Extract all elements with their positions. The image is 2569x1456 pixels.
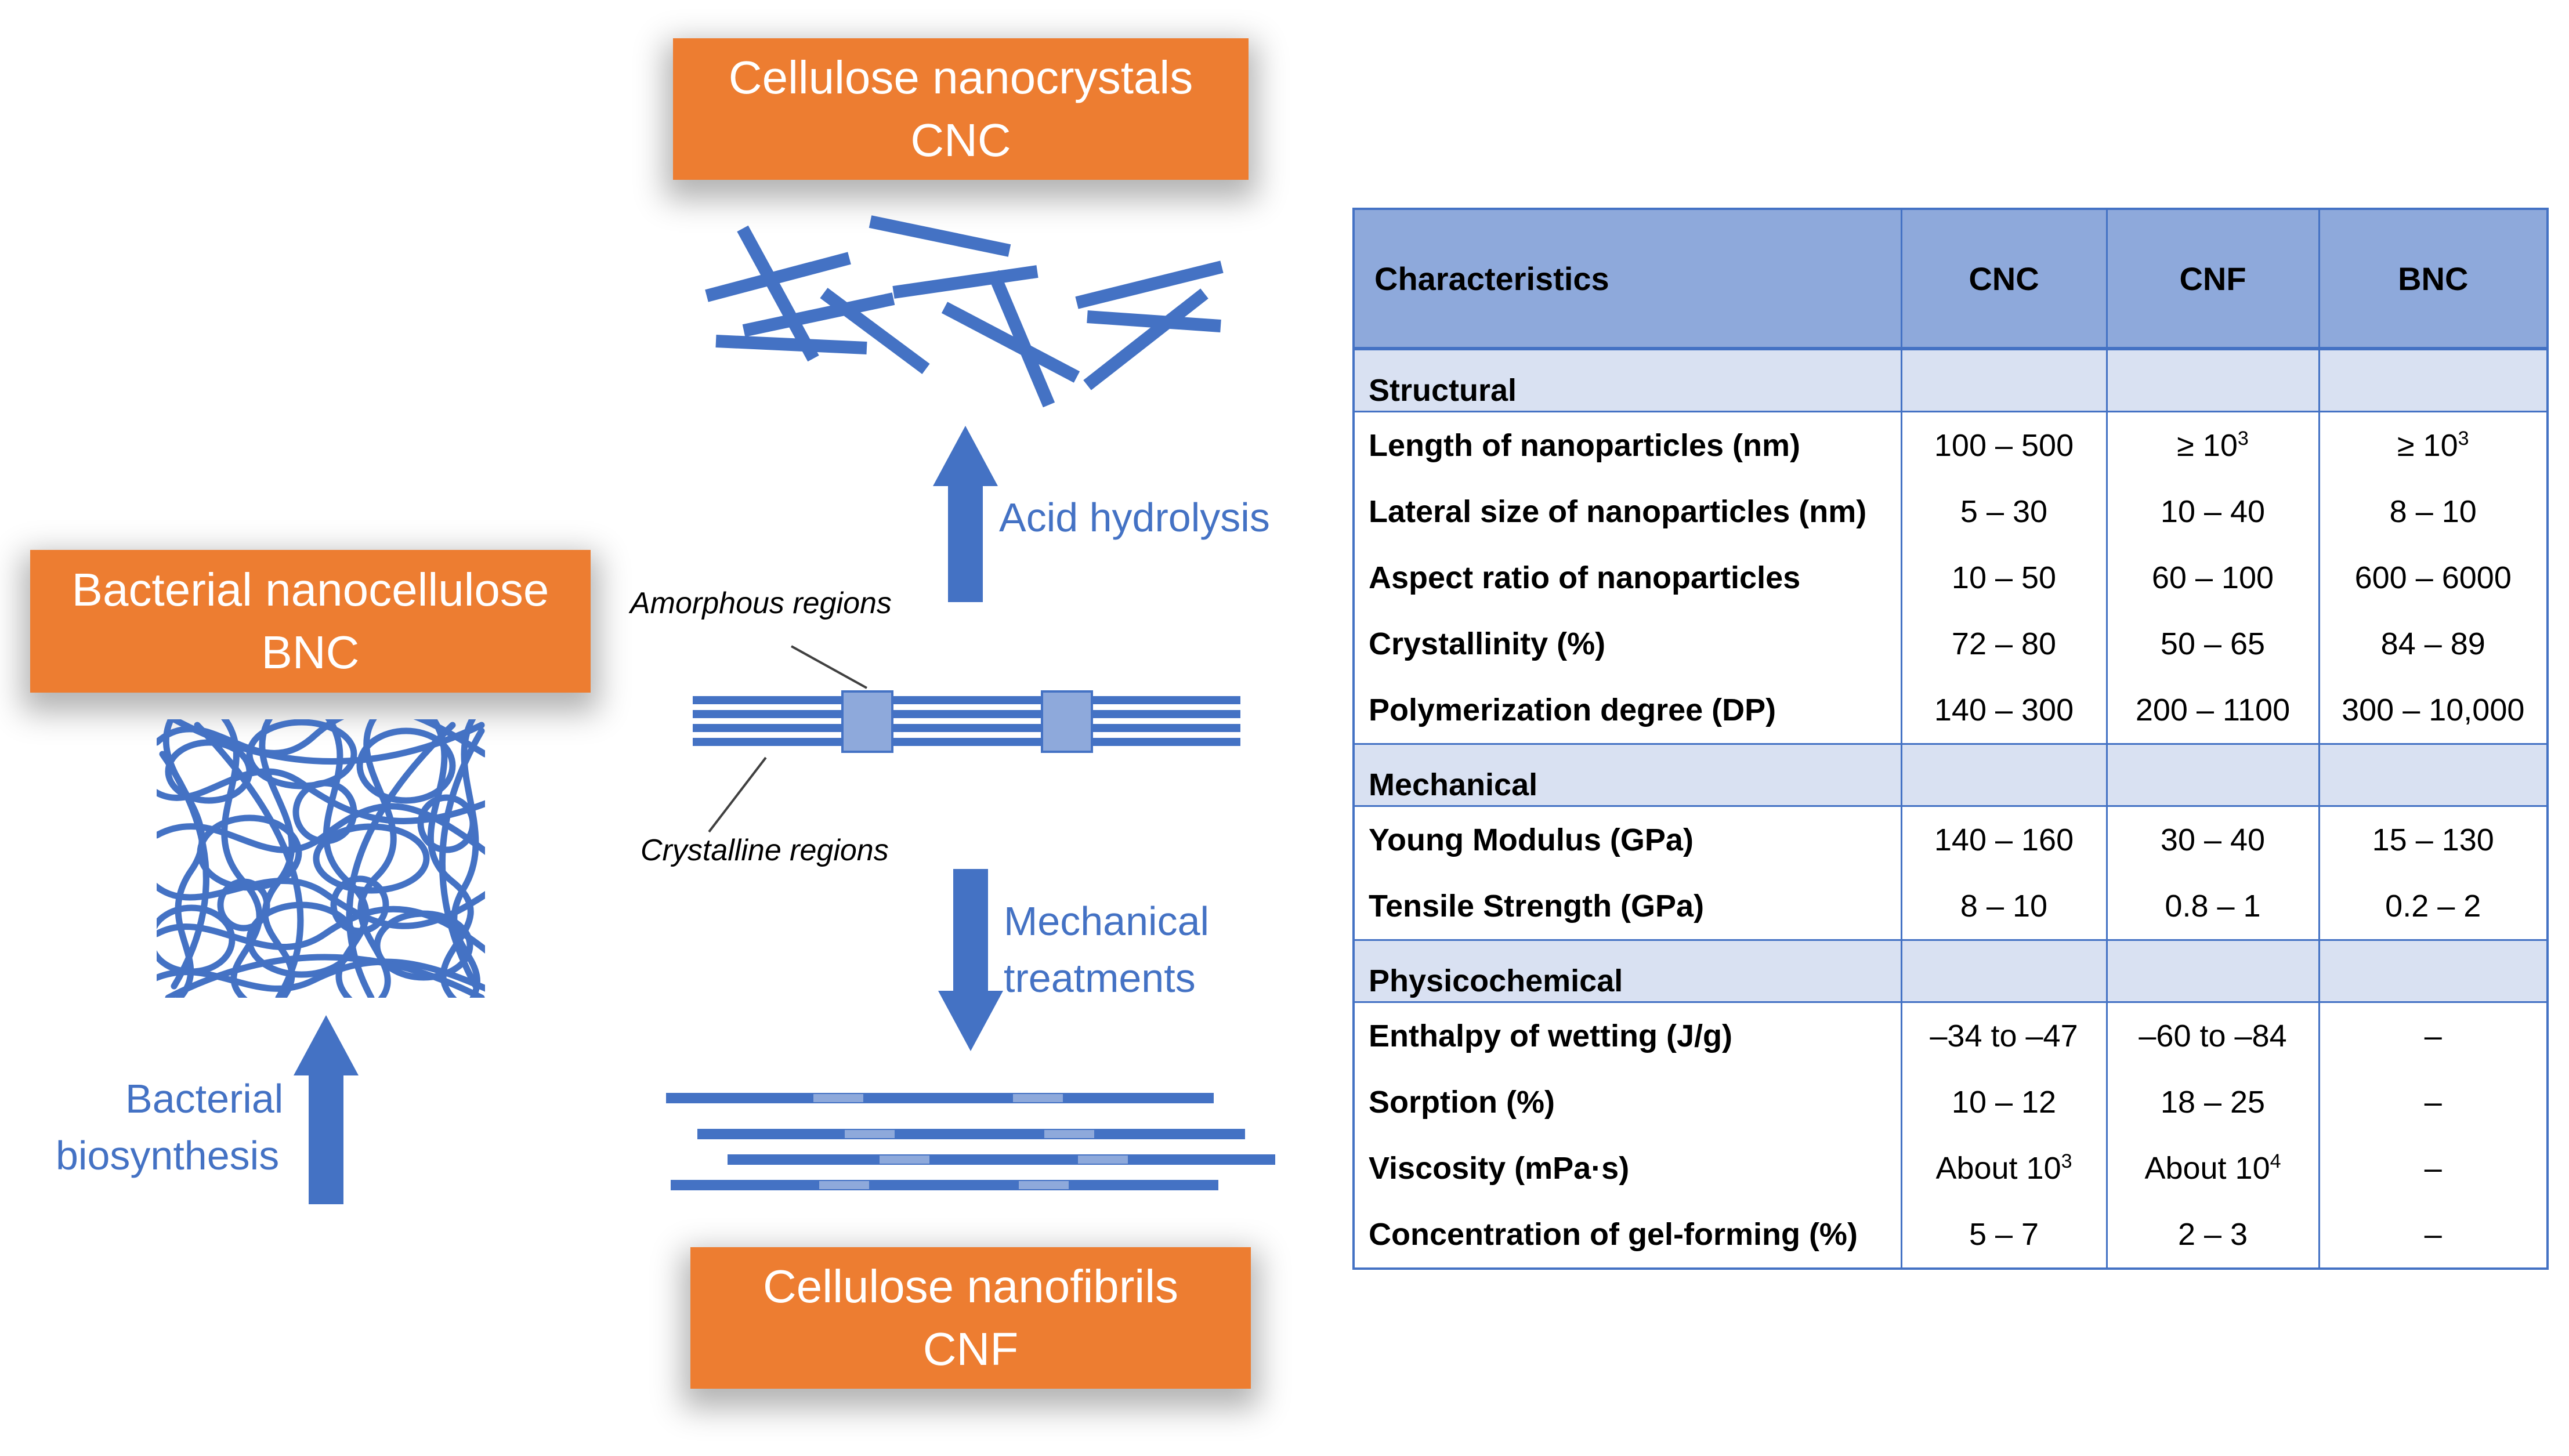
section-title: Physicochemical [1352,939,1902,1003]
cnc-title-line2: CNC [910,114,1011,166]
cnc-value: 100 – 500 [1900,411,2108,479]
amorphous-pointer [791,645,867,689]
table-row: Aspect ratio of nanoparticles 10 – 50 60… [1352,545,2549,611]
row-label: Aspect ratio of nanoparticles [1352,545,1902,611]
table-row: Viscosity (mPa·s) About 103 About 104 – [1352,1135,2549,1201]
crystalline-pointer [708,756,767,833]
row-label: Lateral size of nanoparticles (nm) [1352,479,1902,545]
mechanical-arrow [938,869,1003,1051]
bnc-value: – [2318,1002,2549,1069]
cnf-title-box: Cellulose nanofibrils CNF [690,1247,1251,1389]
mechanical-label-line2: treatments [1004,955,1196,1001]
table-row: Lateral size of nanoparticles (nm) 5 – 3… [1352,479,2549,545]
cnf-value: –60 to –84 [2105,1002,2320,1069]
cnc-value: 72 – 80 [1900,611,2108,677]
properties-table: Characteristics CNC CNF BNC Structural L… [1352,208,2549,1270]
header-cnc: CNC [1900,209,2108,350]
table-row: Tensile Strength (GPa) 8 – 10 0.8 – 1 0.… [1352,873,2549,940]
table-row: Concentration of gel-forming (%) 5 – 7 2… [1352,1201,2549,1269]
row-label: Crystallinity (%) [1352,611,1902,677]
cnf-value: 50 – 65 [2105,611,2320,677]
bacterial-label-line2: biosynthesis [56,1133,280,1178]
section-title: Mechanical [1352,743,1902,807]
row-label: Length of nanoparticles (nm) [1352,411,1902,479]
bnc-title-line2: BNC [261,626,360,678]
cnc-value: 10 – 12 [1900,1069,2108,1135]
cnf-value: 0.8 – 1 [2105,873,2320,940]
bnc-value: 600 – 6000 [2318,545,2549,611]
cnc-value: About 103 [1900,1135,2108,1201]
section-row-physicochemical: Physicochemical [1352,939,2549,1003]
cnf-value: 200 – 1100 [2105,677,2320,744]
cnf-value: 10 – 40 [2105,479,2320,545]
cnf-value: ≥ 103 [2105,411,2320,479]
crystalline-regions-label: Crystalline regions [641,834,889,867]
cnf-value: 18 – 25 [2105,1069,2320,1135]
cnc-title-line1: Cellulose nanocrystals [728,52,1193,103]
cellulose-fiber [693,645,1240,833]
row-label: Tensile Strength (GPa) [1352,873,1902,940]
cnc-value: 10 – 50 [1900,545,2108,611]
section-row-mechanical: Mechanical [1352,743,2549,807]
cnc-value: 140 – 300 [1900,677,2108,744]
cnf-fibrils [666,1093,1275,1190]
amorphous-region-1 [841,690,893,753]
mechanical-label-line1: Mechanical [1004,899,1210,944]
table-row: Young Modulus (GPa) 140 – 160 30 – 40 15… [1352,806,2549,873]
cnf-value: 2 – 3 [2105,1201,2320,1269]
row-label: Concentration of gel-forming (%) [1352,1201,1902,1269]
cnc-value: 5 – 30 [1900,479,2108,545]
header-cnf: CNF [2105,209,2320,350]
cnc-value: –34 to –47 [1900,1002,2108,1069]
cnc-value: 5 – 7 [1900,1201,2108,1269]
cnc-rods [705,215,1224,408]
bnc-value: 0.2 – 2 [2318,873,2549,940]
section-row-structural: Structural [1352,347,2549,412]
bnc-value: 8 – 10 [2318,479,2549,545]
bnc-title-line1: Bacterial nanocellulose [71,564,549,615]
header-bnc: BNC [2318,209,2549,350]
row-label: Enthalpy of wetting (J/g) [1352,1002,1902,1069]
acid-hydrolysis-arrow [933,426,998,602]
table-row: Crystallinity (%) 72 – 80 50 – 65 84 – 8… [1352,611,2549,677]
bnc-value: – [2318,1069,2549,1135]
row-label: Polymerization degree (DP) [1352,677,1902,744]
cnf-value: About 104 [2105,1135,2320,1201]
cnc-title-box: Cellulose nanocrystals CNC [673,38,1249,180]
bnc-title-box: Bacterial nanocellulose BNC [30,550,591,693]
table-header-row: Characteristics CNC CNF BNC [1352,209,2549,350]
cnf-title-line1: Cellulose nanofibrils [763,1261,1178,1312]
bnc-value: 300 – 10,000 [2318,677,2549,744]
table-row: Enthalpy of wetting (J/g) –34 to –47 –60… [1352,1002,2549,1069]
cnc-value: 140 – 160 [1900,806,2108,873]
bnc-value: – [2318,1135,2549,1201]
cnf-title-line2: CNF [922,1323,1019,1375]
table-row: Sorption (%) 10 – 12 18 – 25 – [1352,1069,2549,1135]
table-row: Length of nanoparticles (nm) 100 – 500 ≥… [1352,411,2549,479]
section-title: Structural [1352,347,1902,412]
table-row: Polymerization degree (DP) 140 – 300 200… [1352,677,2549,744]
cnf-value: 60 – 100 [2105,545,2320,611]
header-characteristics: Characteristics [1352,209,1902,350]
bnc-value: ≥ 103 [2318,411,2549,479]
bacterial-label-line1: Bacterial [125,1076,284,1121]
bnc-value: – [2318,1201,2549,1269]
bnc-network [157,719,485,998]
amorphous-regions-label: Amorphous regions [630,586,892,620]
amorphous-region-2 [1041,690,1093,753]
row-label: Young Modulus (GPa) [1352,806,1902,873]
acid-hydrolysis-label: Acid hydrolysis [999,495,1270,540]
cnc-value: 8 – 10 [1900,873,2108,940]
row-label: Viscosity (mPa·s) [1352,1135,1902,1201]
cnf-value: 30 – 40 [2105,806,2320,873]
bnc-value: 84 – 89 [2318,611,2549,677]
bacterial-arrow [294,1015,359,1204]
row-label: Sorption (%) [1352,1069,1902,1135]
bnc-value: 15 – 130 [2318,806,2549,873]
